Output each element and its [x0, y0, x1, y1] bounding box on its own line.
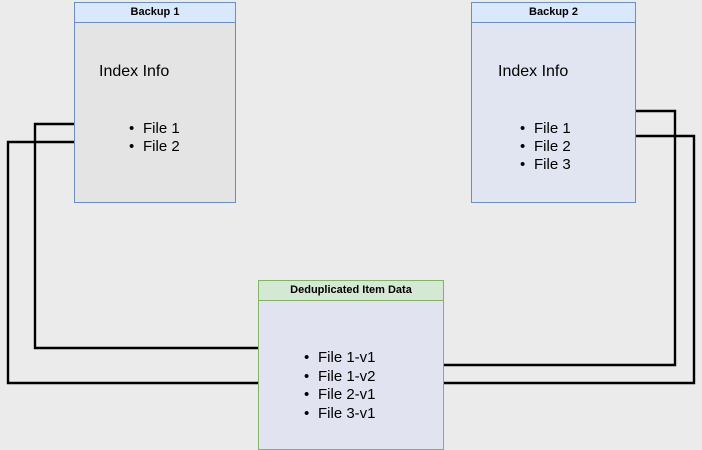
deduplicated-item-data-node[interactable]: Deduplicated Item Data File 1-v1 File 1-…: [258, 280, 444, 450]
backup-1-title: Backup 1: [75, 3, 235, 23]
list-item[interactable]: File 1: [520, 120, 571, 138]
list-item[interactable]: File 1: [129, 120, 180, 138]
list-item[interactable]: File 2-v1: [304, 386, 376, 405]
backup-1-index-label: Index Info: [99, 63, 170, 80]
backup-1-file-list: File 1 File 2: [129, 120, 180, 156]
list-item[interactable]: File 3-v1: [304, 405, 376, 424]
backup-2-node[interactable]: Backup 2 Index Info File 1 File 2 File 3: [471, 2, 636, 203]
deduplicated-item-data-title: Deduplicated Item Data: [259, 281, 443, 301]
backup-2-file-list: File 1 File 2 File 3: [520, 120, 571, 174]
list-item[interactable]: File 1-v1: [304, 349, 376, 368]
backup-1-node[interactable]: Backup 1 Index Info File 1 File 2: [74, 2, 236, 203]
deduplicated-item-list: File 1-v1 File 1-v2 File 2-v1 File 3-v1: [304, 349, 376, 423]
list-item[interactable]: File 2: [129, 138, 180, 156]
list-item[interactable]: File 2: [520, 138, 571, 156]
deduplicated-item-data-body: File 1-v1 File 1-v2 File 2-v1 File 3-v1: [259, 301, 443, 449]
list-item[interactable]: File 3: [520, 156, 571, 174]
backup-2-body: Index Info File 1 File 2 File 3: [472, 23, 635, 202]
backup-1-body: Index Info File 1 File 2: [75, 23, 235, 202]
backup-2-title: Backup 2: [472, 3, 635, 23]
list-item[interactable]: File 1-v2: [304, 368, 376, 387]
backup-2-index-label: Index Info: [498, 63, 569, 80]
